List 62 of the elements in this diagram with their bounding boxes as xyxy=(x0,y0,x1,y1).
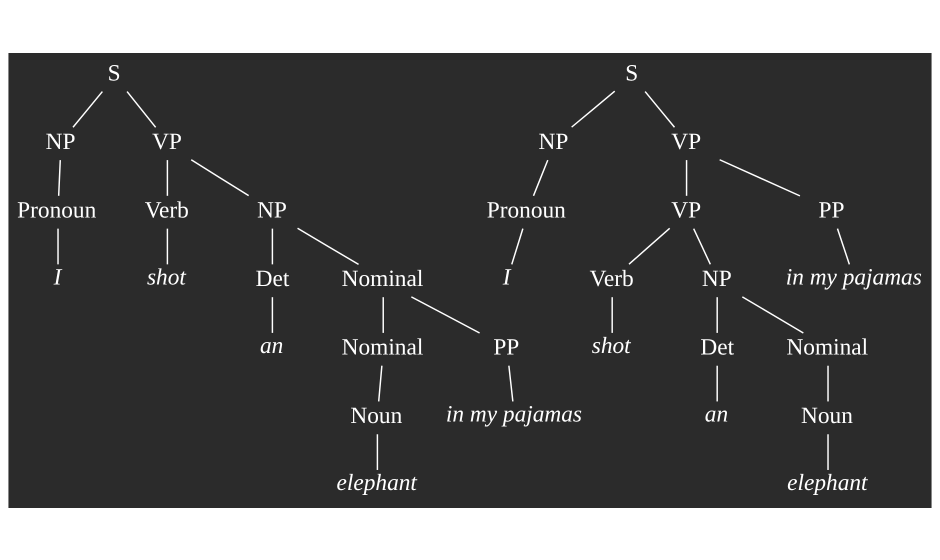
node-text: I xyxy=(502,264,511,290)
node-text: elephant xyxy=(336,470,417,496)
connector xyxy=(511,228,524,264)
node-text: S xyxy=(625,60,638,86)
node-text: Pronoun xyxy=(17,197,96,223)
node-text: Det xyxy=(700,334,734,360)
node-text: an xyxy=(704,401,728,428)
connector xyxy=(166,228,168,264)
connector xyxy=(611,296,613,332)
node-text: Noun xyxy=(350,402,402,429)
connector xyxy=(508,365,514,402)
connector xyxy=(126,90,156,128)
node-text: in my pajamas xyxy=(446,401,582,428)
node-text: shot xyxy=(592,332,631,359)
node-text: VP xyxy=(671,128,702,154)
connector xyxy=(742,296,804,334)
connector xyxy=(58,160,61,196)
node-text: elephant xyxy=(787,470,868,496)
connector xyxy=(57,228,59,264)
node-text: I xyxy=(54,264,62,290)
node-text: NP xyxy=(257,197,287,223)
connector xyxy=(272,296,274,332)
connector xyxy=(378,365,383,401)
connector xyxy=(693,228,711,264)
node-text: S xyxy=(108,60,121,86)
node-text: Verb xyxy=(144,197,189,223)
node-text: NP xyxy=(46,128,76,154)
connector xyxy=(719,158,800,196)
connector xyxy=(382,296,384,332)
connector xyxy=(827,434,829,470)
connector xyxy=(686,160,688,196)
connector xyxy=(716,296,718,332)
node-text: VP xyxy=(152,128,182,154)
connector xyxy=(166,160,168,196)
node-text: Noun xyxy=(801,402,853,429)
connector xyxy=(376,434,378,470)
node-text: VP xyxy=(671,197,702,223)
node-text: shot xyxy=(146,264,186,290)
connector xyxy=(297,227,359,265)
node-text: an xyxy=(260,332,284,359)
connector xyxy=(411,296,480,334)
node-text: PP xyxy=(493,334,520,360)
node-text: NP xyxy=(538,128,568,154)
node-text: NP xyxy=(702,266,732,292)
connector xyxy=(827,365,829,401)
node-text: Pronoun xyxy=(486,197,566,223)
connector xyxy=(190,158,250,196)
connector xyxy=(272,228,274,264)
connector xyxy=(571,90,616,128)
connector xyxy=(532,159,548,196)
node-text: Verb xyxy=(590,266,634,292)
node-text: Nominal xyxy=(342,266,424,292)
connector xyxy=(644,90,676,128)
node-text: Nominal xyxy=(342,334,424,360)
node-text: in my pajamas xyxy=(786,264,922,290)
connector xyxy=(628,227,670,264)
connector xyxy=(72,90,103,128)
node-text: Det xyxy=(256,266,290,292)
connector xyxy=(716,365,718,401)
connector xyxy=(836,228,850,264)
node-text: PP xyxy=(818,197,844,223)
node-text: Nominal xyxy=(786,334,868,360)
